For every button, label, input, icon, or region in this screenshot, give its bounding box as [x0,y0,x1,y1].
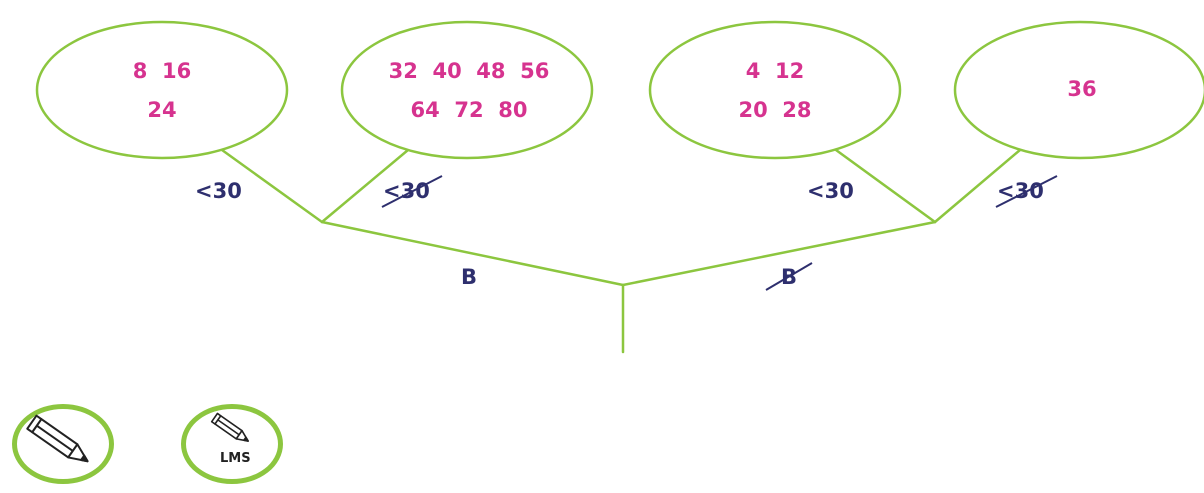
label-right-right: <30 [997,179,1044,203]
label-right-right-negated: <30 [995,175,1058,208]
branch-right-right [933,148,1022,224]
negation-stroke [765,262,813,291]
label-left-left: <30 [195,179,242,203]
leaf-3-row2: 20 28 [738,98,811,122]
label-root-left: B [461,265,477,289]
label-right-left: <30 [807,179,854,203]
branch-left-right [320,148,410,224]
branch-root-right [621,220,937,287]
lms-label: LMS [220,451,251,466]
pencil-tool-button[interactable] [12,404,114,484]
leaf-ellipse-4 [953,20,1204,160]
leaf-2-row1: 32 40 48 56 [389,59,550,83]
branch-root-left [320,220,625,287]
leaf-3-row1: 4 12 [746,59,804,83]
label-root-right-negated: B [765,262,813,291]
leaf-2-row2: 64 72 80 [411,98,528,122]
leaf-4-row1: 36 [1067,77,1096,101]
pencil-icon [26,414,89,463]
sorting-tree-diagram: 8 16 24 32 40 48 56 64 72 80 4 12 20 28 … [35,20,1204,354]
lms-tool-button[interactable]: LMS [181,404,283,484]
leaf-ellipse-2 [340,20,594,160]
label-left-right: <30 [383,179,430,203]
negation-stroke [995,175,1058,208]
leaf-1-row2: 24 [147,98,176,122]
pencil-icon [210,412,249,442]
label-left-right-negated: <30 [381,175,443,208]
branch-right-left [834,148,937,224]
leaf-ellipse-3 [648,20,902,160]
leaf-ellipse-1 [35,20,289,160]
branch-left-left [220,148,324,224]
negation-stroke [381,175,443,208]
leaf-1-row1: 8 16 [133,59,191,83]
